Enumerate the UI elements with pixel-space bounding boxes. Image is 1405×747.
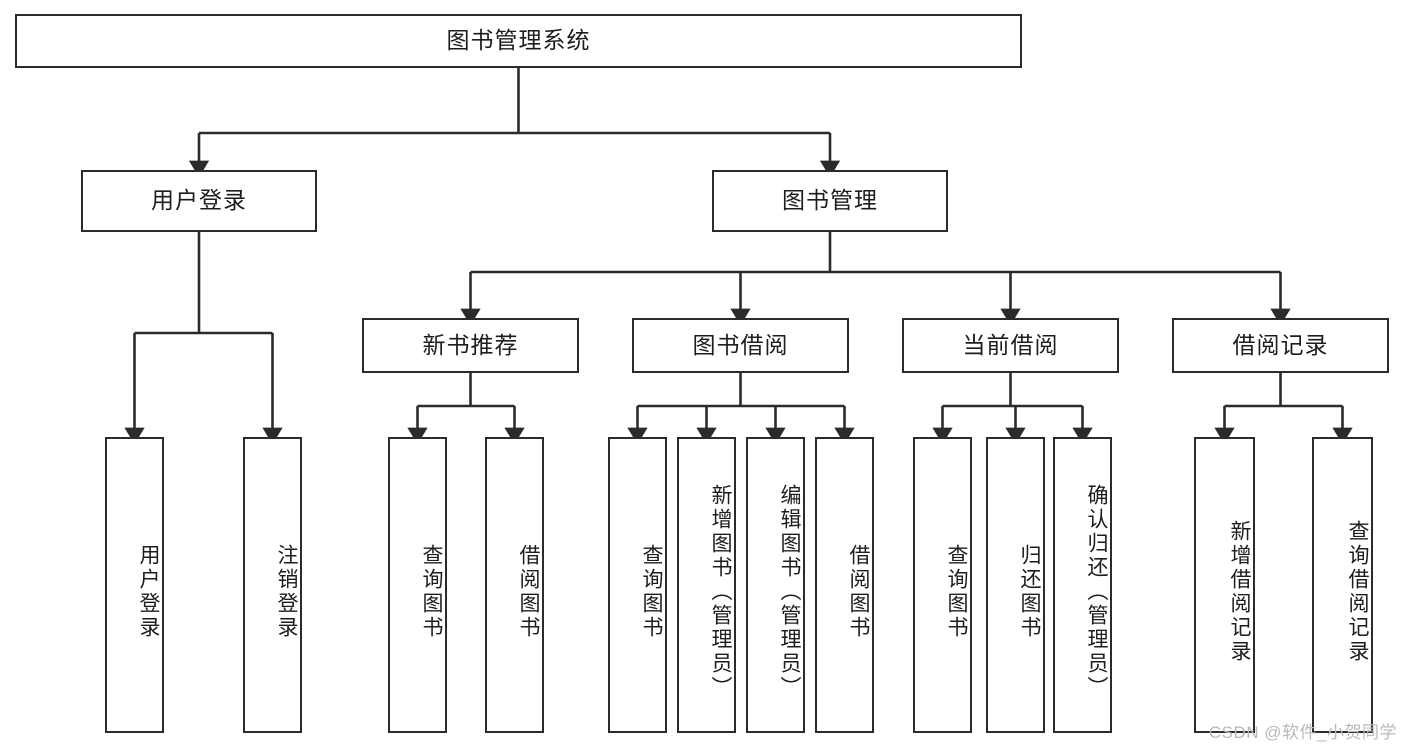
node-leaf-query-book-2[interactable]: 查询图书 <box>608 437 667 733</box>
node-leaf-confirm-return[interactable]: 确认归还（管理员） <box>1053 437 1112 733</box>
node-label: 新增借阅记录 <box>1228 520 1251 664</box>
node-leaf-user-login[interactable]: 用户登录 <box>105 437 164 733</box>
node-leaf-query-book-3[interactable]: 查询图书 <box>913 437 972 733</box>
node-book-manage[interactable]: 图书管理 <box>712 170 948 232</box>
node-leaf-logout[interactable]: 注销登录 <box>243 437 302 733</box>
node-leaf-return-book[interactable]: 归还图书 <box>986 437 1045 733</box>
node-label: 借阅图书 <box>847 544 870 640</box>
node-label: 新书推荐 <box>422 331 519 358</box>
node-borrow-record[interactable]: 借阅记录 <box>1172 318 1389 373</box>
node-label: 借阅记录 <box>1232 331 1329 358</box>
node-leaf-borrow-book-1[interactable]: 借阅图书 <box>485 437 544 733</box>
node-label: 查询借阅记录 <box>1346 520 1369 664</box>
node-label: 图书管理 <box>782 187 878 214</box>
node-leaf-add-book[interactable]: 新增图书（管理员） <box>677 437 736 733</box>
node-leaf-query-record[interactable]: 查询借阅记录 <box>1312 437 1373 733</box>
edge-group <box>124 68 1353 445</box>
node-label: 借阅图书 <box>517 544 540 640</box>
node-label: 编辑图书（管理员） <box>778 484 801 700</box>
node-leaf-add-record[interactable]: 新增借阅记录 <box>1194 437 1255 733</box>
node-label: 确认归还（管理员） <box>1085 484 1108 700</box>
node-label: 用户登录 <box>151 187 247 214</box>
node-label: 当前借阅 <box>962 331 1059 358</box>
node-leaf-edit-book[interactable]: 编辑图书（管理员） <box>746 437 805 733</box>
node-label: 图书管理系统 <box>446 27 591 54</box>
node-label: 归还图书 <box>1018 544 1041 640</box>
node-current-borrow[interactable]: 当前借阅 <box>902 318 1119 373</box>
node-label: 查询图书 <box>640 544 663 640</box>
node-new-book-recommend[interactable]: 新书推荐 <box>362 318 579 373</box>
node-leaf-query-book-1[interactable]: 查询图书 <box>388 437 447 733</box>
node-label: 图书借阅 <box>692 331 789 358</box>
node-book-borrow[interactable]: 图书借阅 <box>632 318 849 373</box>
node-user-login[interactable]: 用户登录 <box>81 170 317 232</box>
node-label: 查询图书 <box>420 544 443 640</box>
node-leaf-borrow-book-2[interactable]: 借阅图书 <box>815 437 874 733</box>
node-label: 注销登录 <box>275 544 298 640</box>
node-label: 用户登录 <box>137 544 160 640</box>
watermark: CSDN @软件_小贺同学 <box>1208 723 1397 742</box>
node-label: 新增图书（管理员） <box>709 484 732 700</box>
node-root[interactable]: 图书管理系统 <box>15 14 1022 68</box>
node-label: 查询图书 <box>945 544 968 640</box>
